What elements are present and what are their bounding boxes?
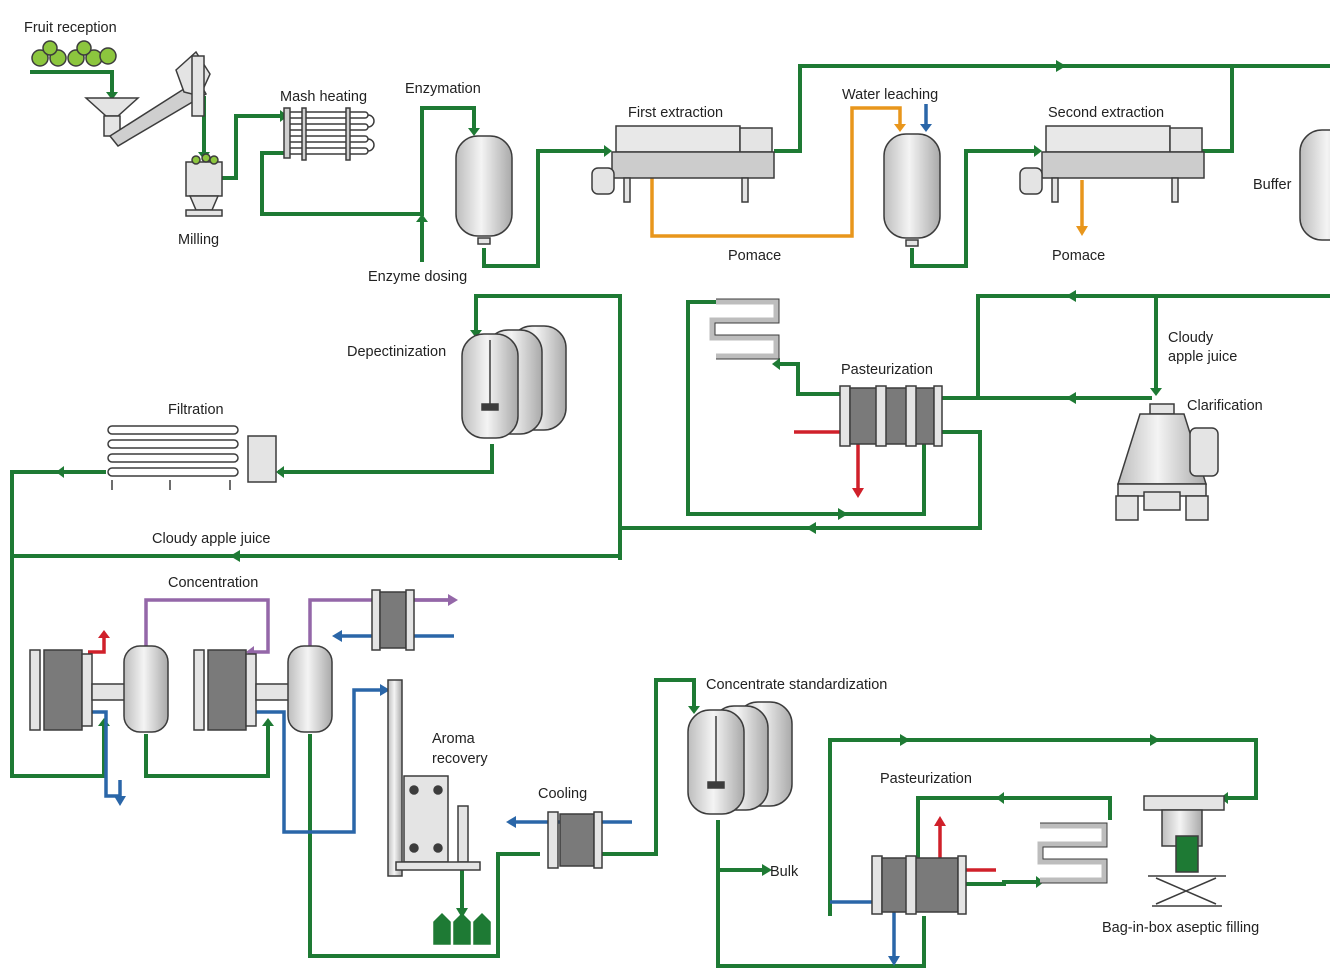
line-coil-return (686, 300, 926, 516)
equipment (29, 40, 1330, 945)
label-second-extraction: Second extraction (1048, 105, 1164, 121)
label-fruit-reception: Fruit reception (24, 20, 117, 36)
line-fruit-to-hopper (30, 70, 114, 92)
enzymation-tank (455, 135, 513, 245)
line-buffer-down (976, 294, 1330, 396)
label-aroma-recovery-2: recovery (432, 751, 488, 767)
label-mash-heating: Mash heating (280, 89, 367, 105)
label-enzyme-dosing: Enzyme dosing (368, 269, 467, 285)
plate-hx-1 (839, 385, 943, 447)
line-filter-out (10, 470, 106, 778)
line-to-depect (474, 294, 622, 560)
label-cloudy-apple-juice-1: Cloudy (1168, 330, 1214, 346)
cooling-hx (547, 811, 603, 869)
label-water-leaching: Water leaching (842, 87, 938, 103)
hot-arrows (98, 488, 946, 826)
decanter-1 (591, 125, 775, 203)
hopper-elevator (84, 50, 211, 147)
line-past2-to-coil (966, 880, 1040, 886)
label-first-extraction: First extraction (628, 105, 723, 121)
mash-heat-exchanger (283, 107, 375, 161)
label-aroma-recovery-1: Aroma (432, 731, 476, 747)
label-milling: Milling (178, 232, 219, 248)
evaporator-2-hx (193, 649, 291, 731)
line-leach-to-decanter2 (910, 149, 1038, 268)
line-past-out (620, 430, 982, 530)
line-evap2-out (308, 734, 540, 958)
line-enzymation-to-decanter (482, 149, 608, 268)
label-clarification: Clarification (1187, 398, 1263, 414)
holding-coil-1 (709, 299, 779, 359)
milling-unit (185, 153, 223, 217)
aroma-column (387, 679, 481, 877)
standardization-tanks (687, 701, 793, 815)
bag-in-box-filler (1143, 795, 1226, 907)
line-milling-to-mash (220, 114, 282, 180)
label-buffer: Buffer (1253, 177, 1292, 193)
label-pomace-1: Pomace (728, 248, 781, 264)
depectinization-tanks (461, 325, 567, 439)
line-evap1-out (144, 724, 270, 778)
line-cool-to-std (596, 678, 696, 856)
evaporator-1-hx (29, 649, 127, 731)
line-decanter1-top (774, 64, 1234, 153)
condenser-hx (371, 589, 415, 651)
label-cloudy-apple-juice-2: apple juice (1168, 349, 1237, 365)
holding-coil-2 (1037, 823, 1107, 883)
label-cloudy-apple-juice-line: Cloudy apple juice (152, 531, 271, 547)
plate-hx-2 (871, 855, 967, 915)
clarification-separator (1115, 403, 1219, 521)
vapor-arrows (246, 594, 458, 658)
water-arrows (114, 124, 932, 966)
label-depectinization: Depectinization (347, 344, 446, 360)
label-cooling: Cooling (538, 786, 587, 802)
line-depect-to-filter (278, 444, 494, 474)
label-enzymation: Enzymation (405, 81, 481, 97)
fruit-apples (31, 40, 117, 67)
label-concentrate-standardization: Concentrate standardization (706, 677, 887, 693)
evaporator-1-sep (123, 645, 169, 733)
evaporator-2-sep (287, 645, 333, 733)
holding-coil-2-outline (1040, 822, 1108, 884)
line-past-to-coil (776, 362, 848, 396)
label-bag-in-box: Bag-in-box aseptic filling (1102, 920, 1259, 936)
line-to-bib (828, 738, 1258, 916)
filtration-unit (107, 425, 277, 490)
label-bulk: Bulk (770, 864, 799, 880)
decanter-2 (1019, 125, 1205, 203)
holding-coil-1-outline (714, 298, 780, 360)
line-std-out (716, 820, 926, 968)
label-concentration: Concentration (168, 575, 258, 591)
label-pasteurization-1: Pasteurization (841, 362, 933, 378)
pomace-arrows (894, 124, 1088, 236)
pomace-line-1 (650, 106, 902, 238)
process-labels: Fruit reception Milling Mash heating Enz… (24, 20, 1292, 936)
buffer-tank (1299, 129, 1330, 241)
aroma-containers (433, 912, 491, 945)
leaching-tank (883, 133, 941, 247)
label-pasteurization-2: Pasteurization (880, 771, 972, 787)
line-coil2-return (916, 796, 1112, 860)
label-pomace-2: Pomace (1052, 248, 1105, 264)
product-lines (10, 64, 1330, 968)
pomace-lines (650, 106, 1084, 238)
label-filtration: Filtration (168, 402, 224, 418)
